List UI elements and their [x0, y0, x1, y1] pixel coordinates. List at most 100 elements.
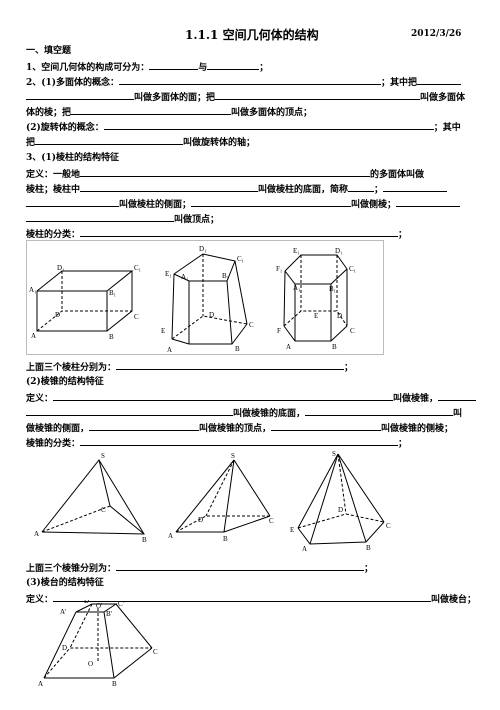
blank[interactable] — [80, 227, 399, 237]
q1-and: 与 — [198, 63, 208, 73]
pyramid-text: 做棱锥的侧面， — [26, 424, 90, 434]
label-Dp: D' — [84, 600, 90, 605]
prism-text: 棱柱；棱柱中 — [26, 185, 81, 195]
q1-end: ； — [259, 63, 269, 73]
blank[interactable] — [215, 90, 421, 100]
prism-figures: D₁ C₁ A₁ B₁ D C A B D₁ C₁ E₁ — [26, 240, 384, 355]
label-D1: D₁ — [335, 247, 343, 255]
pentagonal-prism-figure — [171, 253, 248, 345]
pyramid-text: 叫做棱锥， — [393, 394, 439, 404]
blank[interactable] — [191, 197, 352, 207]
blank[interactable] — [71, 105, 232, 115]
label-B1: B₁ — [329, 285, 336, 293]
q2-text: 体的棱；把 — [26, 108, 72, 118]
label-D: D — [209, 311, 214, 319]
label-S: S — [231, 452, 235, 460]
pyramid-text: 叫做棱锥的顶点， — [199, 424, 272, 434]
blank[interactable] — [305, 406, 454, 416]
page-title: 1.1.1 空间几何体的结构 — [185, 28, 319, 42]
pyramid-figures: S A C B S D C A B — [26, 450, 406, 558]
blank[interactable] — [116, 561, 365, 571]
prism-def-4: 叫做顶点； — [26, 212, 219, 226]
pyramid-text: 上面三个棱锥分别为： — [26, 564, 117, 574]
prism-heading: 3、(1)棱柱的结构特征 — [26, 153, 120, 163]
blank[interactable] — [26, 90, 134, 100]
blank[interactable] — [396, 197, 461, 207]
pyramid-def-3: 做棱锥的侧面， 叫做棱锥的顶点， 叫做棱锥的侧棱； — [26, 421, 453, 435]
prism-text: 定义：一般地 — [26, 170, 81, 180]
frustum-diagram: A' D' C' O' B' D O C A B — [38, 597, 158, 688]
blank[interactable] — [26, 197, 119, 207]
label-D: D — [337, 312, 342, 320]
label-Ap: A' — [60, 608, 66, 616]
blank[interactable] — [35, 135, 184, 145]
frustum-heading: (3)棱台的结构特征 — [26, 578, 104, 588]
prism-text: ； — [344, 363, 354, 373]
frustum-def-1: 定义：叫做棱台； — [26, 592, 476, 606]
blank[interactable] — [89, 421, 200, 431]
label-B: B — [142, 536, 147, 544]
prism-text: 的多面体叫做 — [370, 170, 425, 180]
blank[interactable] — [383, 182, 448, 192]
q2-text: 叫做多面体的面；把 — [134, 93, 216, 103]
blank[interactable] — [103, 120, 434, 130]
label-C: C — [269, 517, 274, 525]
label-A: A — [34, 530, 39, 538]
prism-def-3: 叫做棱柱的侧面；叫做侧棱； — [26, 197, 461, 211]
label-A1: A₁ — [181, 273, 189, 281]
q2-text: ；其中把 — [381, 78, 418, 88]
label-S: S — [332, 450, 336, 458]
label-O: O — [88, 660, 93, 668]
label-B: B — [332, 343, 337, 351]
prism-text: 叫做侧棱； — [351, 200, 397, 210]
pyramid-text: 叫 — [453, 409, 463, 419]
blank[interactable] — [119, 75, 382, 85]
quadrilateral-pyramid-figure — [175, 459, 271, 533]
blank[interactable] — [53, 592, 432, 602]
blank[interactable] — [80, 436, 399, 446]
triangular-pyramid-figure — [41, 459, 145, 535]
label-A: A — [302, 545, 307, 553]
blank[interactable] — [116, 360, 345, 370]
blank[interactable] — [80, 167, 371, 177]
pyramid-text: 叫做棱锥的侧棱； — [381, 424, 454, 434]
cube-labels: D₁ C₁ A₁ B₁ D C A B — [29, 264, 141, 341]
blank[interactable] — [417, 75, 462, 85]
label-D1: D₁ — [199, 245, 207, 253]
pyramid-text: 棱锥的分类： — [26, 439, 81, 449]
label-E: E — [161, 327, 165, 335]
blank[interactable] — [53, 391, 394, 401]
blank[interactable] — [80, 182, 259, 192]
blank[interactable] — [207, 60, 260, 70]
label-A1: A₁ — [293, 284, 301, 292]
prism-def-1: 定义：一般地 的多面体叫做 — [26, 167, 424, 181]
frustum-figure: A' D' C' O' B' D O C A B — [32, 597, 162, 706]
pyramid-text: 定义： — [26, 394, 54, 404]
prism-text: 叫做棱柱的底面，简称 — [258, 185, 349, 195]
blank[interactable] — [271, 421, 382, 431]
blank[interactable] — [348, 182, 375, 192]
label-E: E — [290, 526, 294, 534]
frustum-text: 叫做棱台； — [431, 595, 477, 605]
blank[interactable] — [149, 60, 199, 70]
label-F1: F₁ — [276, 265, 282, 273]
q1-text: 1、空间几何体的构成可分为： — [26, 63, 150, 73]
prism-text: 上面三个棱柱分别为： — [26, 363, 117, 373]
question-2-line-2: 叫做多面体的面；把叫做多面体 — [26, 90, 465, 104]
prism-text: ； — [374, 185, 384, 195]
pyramid-classification: 棱锥的分类： ； — [26, 436, 407, 450]
pyramid-text: ； — [398, 439, 408, 449]
prism-text: 棱柱的分类： — [26, 230, 81, 240]
blank[interactable] — [438, 391, 477, 401]
question-1: 1、空间几何体的构成可分为： 与 ； — [26, 60, 268, 74]
prism-def-2: 棱柱；棱柱中 叫做棱柱的底面，简称 ； — [26, 182, 448, 196]
label-C: C — [153, 648, 158, 656]
q2-text: ；其中 — [433, 123, 461, 133]
label-C1: C₁ — [237, 255, 244, 263]
blank[interactable] — [26, 212, 174, 222]
q2-text: (2)旋转体的概念： — [26, 123, 104, 133]
label-D1: D₁ — [57, 264, 65, 272]
blank[interactable] — [26, 406, 233, 416]
question-2-line-3: 体的棱；把叫做多面体的顶点； — [26, 105, 312, 119]
pentagonal-pyramid-labels: S D C E A B — [290, 450, 391, 553]
